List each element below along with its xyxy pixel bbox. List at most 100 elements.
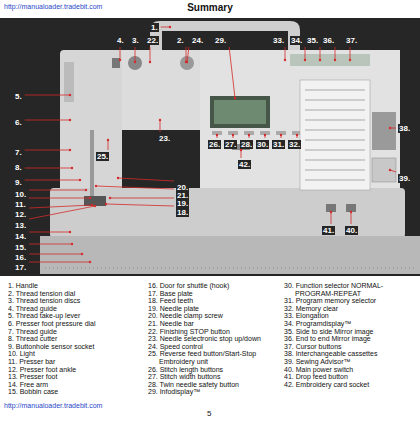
part-list-item: 16. Door for shuttle (hook) <box>148 282 282 290</box>
watermark-url: http://manualoader.tradebit.com <box>4 402 102 410</box>
leader-dot <box>85 189 87 191</box>
leader-dot <box>296 134 298 136</box>
part-list-item: 1. Handle <box>8 282 144 290</box>
callout-number: 38. <box>398 124 411 133</box>
callout-number: 37. <box>345 36 358 45</box>
callout-number: 29. <box>214 36 227 45</box>
leader-dot <box>117 177 119 179</box>
callout-number: 25. <box>96 152 109 161</box>
callout-number: 21. <box>176 191 189 200</box>
leader-dot <box>185 61 187 63</box>
leader-dot <box>284 59 286 61</box>
leader-dot <box>69 231 71 233</box>
leader-dot <box>89 197 91 199</box>
part-list-item: 8. Thread cutter <box>8 335 144 343</box>
part-list-item: 2. Thread tension dial <box>8 290 144 298</box>
leader-dot <box>280 134 282 136</box>
leader-line <box>110 198 174 199</box>
part-list-item: 19. Needle plate <box>148 305 282 313</box>
leader-line <box>161 27 170 28</box>
callout-number: 9. <box>14 178 23 187</box>
part-list-item: 20. Needle clamp screw <box>148 312 282 320</box>
part-list-item: 17. Base plate <box>148 290 282 298</box>
part-list-item: 11. Presser bar <box>8 358 144 366</box>
part-list-item: 3. Thread tension discs <box>8 297 144 305</box>
part-list-item: 36. End to end Mirror image <box>284 335 416 343</box>
callout-number: 36. <box>322 36 335 45</box>
part-list-item: 13. Presser foot <box>8 373 144 381</box>
page-number: 5 <box>207 409 211 418</box>
part-list-item: 23. Needle selectronic stop up/down <box>148 335 282 343</box>
leader-dot <box>169 26 171 28</box>
leader-dot <box>71 167 73 169</box>
part-list-item: 26. Stitch length buttons <box>148 366 282 374</box>
leader-line <box>150 47 151 62</box>
callout-number: 11. <box>14 200 27 209</box>
callout-number: 22. <box>146 36 159 45</box>
callout-number: 39. <box>398 174 411 183</box>
leader-line <box>305 47 306 60</box>
leader-line <box>25 95 70 96</box>
leader-dot <box>71 243 73 245</box>
callout-number: 10. <box>14 190 27 199</box>
leader-dot <box>79 179 81 181</box>
leader-dot <box>105 203 107 205</box>
leader-dot <box>330 211 332 213</box>
part-list-item: 25. Reverse feed button/Start-Stop Embro… <box>148 350 282 365</box>
leader-dot <box>109 197 111 199</box>
leader-line <box>229 47 235 98</box>
callout-number: 27. <box>224 140 237 149</box>
part-list-item: 7. Thread guide <box>8 328 144 336</box>
callout-number: 14. <box>14 232 27 241</box>
leader-line <box>331 212 332 224</box>
callout-number: 30. <box>256 140 269 149</box>
callout-number: 33. <box>272 36 285 45</box>
leader-line <box>29 198 90 199</box>
leader-line <box>187 47 189 62</box>
callout-number: 2. <box>176 36 185 45</box>
leader-dot <box>319 59 321 61</box>
leader-dot <box>389 127 391 129</box>
leader-dot <box>91 204 93 206</box>
leader-line <box>285 47 286 60</box>
legend-column: 30. Function selector NORMAL-PROGRAM-REP… <box>284 282 416 388</box>
legend-column: 16. Door for shuttle (hook)17. Base plat… <box>148 282 282 396</box>
leader-dot <box>69 149 71 151</box>
callout-number: 24. <box>191 36 204 45</box>
callout-number: 5. <box>14 92 23 101</box>
callout-number: 12. <box>14 210 27 219</box>
callout-number: 34. <box>290 36 303 45</box>
leader-line <box>29 190 86 191</box>
part-list-item: 37. Cursor buttons <box>284 343 416 351</box>
leader-line <box>29 232 70 233</box>
leader-line <box>320 47 321 60</box>
part-list-item: 5. Thread take-up lever <box>8 312 144 320</box>
leader-line <box>29 254 82 255</box>
legend-column: 1. Handle2. Thread tension dial3. Thread… <box>8 282 144 396</box>
leader-line <box>351 212 352 224</box>
part-list-item: 14. Free arm <box>8 381 144 389</box>
leader-line <box>29 206 95 219</box>
callout-number: 3. <box>131 36 140 45</box>
part-list-item: 22. Finishing STOP button <box>148 328 282 336</box>
leader-line <box>108 140 109 150</box>
leader-dot <box>69 119 71 121</box>
leader-dot <box>94 205 96 207</box>
leader-dot <box>134 61 136 63</box>
part-list-item: 31. Program memory selector <box>284 297 416 305</box>
leader-line <box>29 244 72 245</box>
part-list-item: 39. Sewing Advisor™ <box>284 358 416 366</box>
part-list-item: 9. Buttonhole sensor socket <box>8 343 144 351</box>
leader-line <box>120 47 121 60</box>
callout-number: 18. <box>176 208 189 217</box>
part-list-item: 35. Side to side Mirror image <box>284 328 416 336</box>
part-list-item: 21. Needle bar <box>148 320 282 328</box>
leader-dot <box>350 211 352 213</box>
part-list-item: 40. Main power switch <box>284 366 416 374</box>
callout-number: 6. <box>14 118 23 127</box>
leader-line <box>350 47 351 60</box>
part-list-item: 4. Thread guide <box>8 305 144 313</box>
leader-line <box>186 47 187 62</box>
part-list-item: 34. Programdisplay™ <box>284 320 416 328</box>
